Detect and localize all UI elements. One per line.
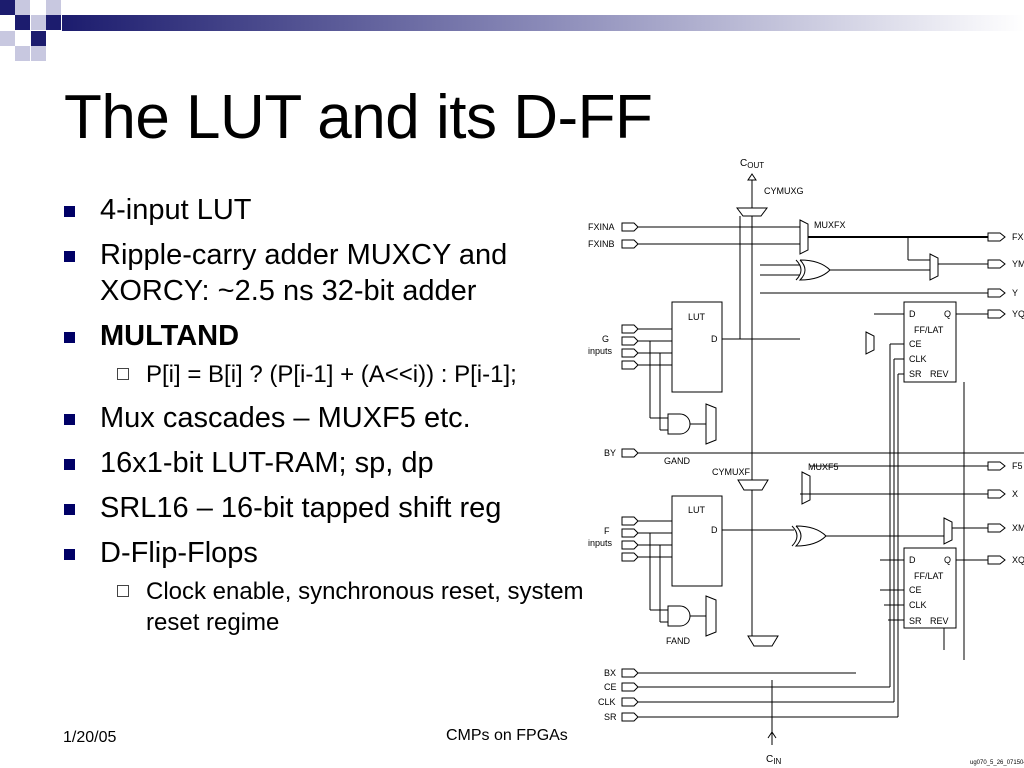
fand-label: FAND [666,636,691,646]
bullet-item: Mux cascades – MUXF5 etc. [62,400,602,436]
fxina-label: FXINA [588,222,615,232]
f-inputs-label: inputs [588,538,613,548]
ffbot-fflat: FF/LAT [914,571,944,581]
out-y: Y [1012,288,1018,298]
bx-label: BX [604,668,616,678]
out-fx: FX [1012,232,1024,242]
ffbot-clk: CLK [909,600,927,610]
header-decoration [0,0,1024,61]
out-ymux: YMUX [1012,259,1024,269]
fxinb-label: FXINB [588,239,615,249]
out-f5: F5 [1012,461,1023,471]
lut-bottom-label: LUT [688,505,706,515]
bullet-list: 4-input LUT Ripple-carry adder MUXCY and… [62,192,602,648]
sub-bullet-item: P[i] = B[i] ? (P[i-1] + (A<<i)) : P[i-1]… [62,359,602,390]
ffbot-ce: CE [909,585,922,595]
cin-label: CIN [766,754,781,766]
ffbot-sr: SR [909,616,922,626]
out-yq: YQ [1012,309,1024,319]
ce-in-label: CE [604,682,617,692]
g-label: G [602,334,609,344]
bullet-item: SRL16 – 16-bit tapped shift reg [62,490,602,526]
fftop-q: Q [944,309,951,319]
fftop-ce: CE [909,339,922,349]
muxf5-label: MUXF5 [808,462,839,472]
sub-bullet-item: Clock enable, synchronous reset, system … [62,576,602,638]
ffbot-q: Q [944,555,951,565]
ffbot-rev: REV [930,616,949,626]
lut-bottom-d: D [711,525,718,535]
cymuxg-label: CYMUXG [764,186,804,196]
gand-label: GAND [664,456,691,466]
by-label: BY [604,448,616,458]
cout-label: COUT [740,158,764,170]
bullet-item: 16x1-bit LUT-RAM; sp, dp [62,445,602,481]
ffbot-d: D [909,555,916,565]
cymuxf-label: CYMUXF [712,467,751,477]
bullet-item: D-Flip-Flops [62,535,602,571]
muxfx-label: MUXFX [814,220,846,230]
f-label: F [604,526,610,536]
bullet-item: Ripple-carry adder MUXCY and XORCY: ~2.5… [62,237,602,309]
fftop-clk: CLK [909,354,927,364]
slide-title: The LUT and its D-FF [64,83,653,152]
out-x: X [1012,489,1018,499]
g-inputs-label: inputs [588,346,613,356]
fftop-d: D [909,309,916,319]
out-xmux: XMUX [1012,523,1024,533]
bullet-item: MULTAND [62,318,602,354]
slice-diagram: COUT CYMUXG CIN FXINA FXINB MUXFX G inpu… [588,158,1024,766]
lut-top-label: LUT [688,312,706,322]
fftop-rev: REV [930,369,949,379]
clk-in-label: CLK [598,697,616,707]
figure-ref: ug070_5_26_071504 [970,760,1024,766]
footer-title: CMPs on FPGAs [446,727,568,744]
fftop-fflat: FF/LAT [914,325,944,335]
sr-in-label: SR [604,712,617,722]
fftop-sr: SR [909,369,922,379]
bullet-item: 4-input LUT [62,192,602,228]
out-xq: XQ [1012,555,1024,565]
footer-date: 1/20/05 [63,729,117,746]
lut-top-d: D [711,334,718,344]
